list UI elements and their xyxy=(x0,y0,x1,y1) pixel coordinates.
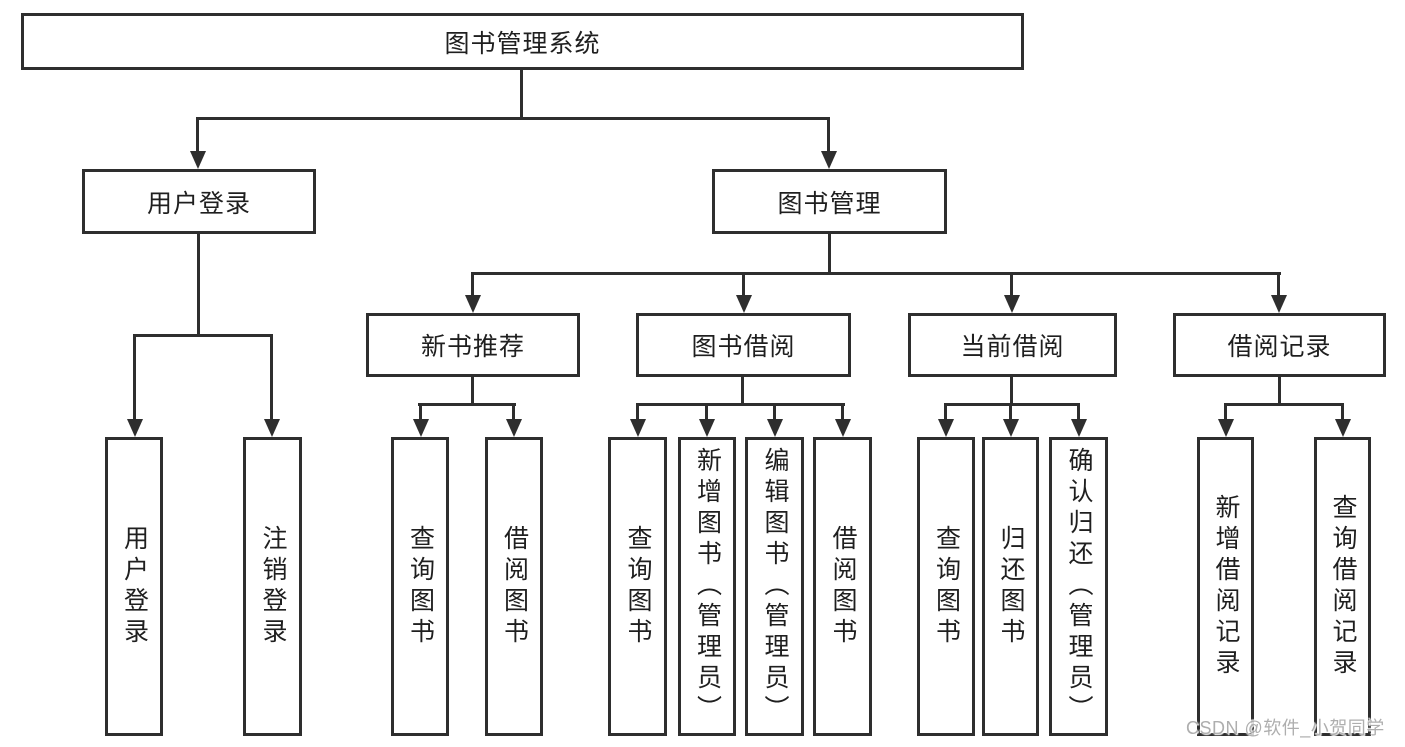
arrow-down-icon xyxy=(1071,419,1087,437)
leaf-label: 查询图书 xyxy=(932,524,961,649)
leaf-return-books: 归还图书 xyxy=(982,437,1039,736)
node-new-book-recommendation: 新书推荐 xyxy=(366,313,580,377)
node-borrowing-records: 借阅记录 xyxy=(1173,313,1386,377)
connector-line xyxy=(1077,403,1080,422)
connector-line xyxy=(828,233,831,275)
node-label: 图书管理 xyxy=(777,189,882,218)
connector-line xyxy=(1224,403,1344,406)
arrow-down-icon xyxy=(821,151,837,169)
leaf-confirm-return-admin: 确认归还（管理员） xyxy=(1049,437,1108,736)
connector-line xyxy=(773,403,776,422)
node-label: 图书借阅 xyxy=(691,333,796,361)
leaf-label: 注销登录 xyxy=(259,524,287,649)
connector-line xyxy=(1009,403,1012,422)
leaf-label: 查询借阅记录 xyxy=(1329,493,1357,680)
connector-line xyxy=(133,334,273,337)
leaf-label: 确认归还（管理员） xyxy=(1065,447,1093,726)
arrow-down-icon xyxy=(1271,295,1287,313)
leaf-borrow-books-recommend: 借阅图书 xyxy=(485,437,543,736)
connector-line xyxy=(636,403,845,406)
leaf-logout: 注销登录 xyxy=(243,437,302,736)
connector-line xyxy=(741,376,744,406)
node-user-login: 用户登录 xyxy=(82,169,316,234)
node-library-management-system: 图书管理系统 xyxy=(21,13,1024,70)
arrow-down-icon xyxy=(1003,419,1019,437)
arrow-down-icon xyxy=(767,419,783,437)
connector-line xyxy=(944,403,1080,406)
leaf-label: 新增图书（管理员） xyxy=(693,447,722,726)
connector-line xyxy=(742,272,745,298)
leaf-label: 借阅图书 xyxy=(500,524,529,649)
leaf-query-books-recommend: 查询图书 xyxy=(391,437,449,736)
connector-line xyxy=(196,117,199,153)
connector-line xyxy=(520,69,523,119)
connector-line xyxy=(1224,403,1227,422)
arrow-down-icon xyxy=(699,419,715,437)
node-label: 借阅记录 xyxy=(1227,333,1332,361)
arrow-down-icon xyxy=(1004,295,1020,313)
leaf-label: 编辑图书（管理员） xyxy=(761,447,789,726)
leaf-add-borrow-record: 新增借阅记录 xyxy=(1197,437,1254,736)
connector-line xyxy=(827,117,830,153)
arrow-down-icon xyxy=(465,295,481,313)
connector-line xyxy=(1277,272,1280,298)
node-current-borrowing: 当前借阅 xyxy=(908,313,1117,377)
leaf-query-borrow-record: 查询借阅记录 xyxy=(1314,437,1371,736)
leaf-label: 归还图书 xyxy=(997,524,1025,649)
leaf-label: 新增借阅记录 xyxy=(1212,493,1240,680)
arrow-down-icon xyxy=(630,419,646,437)
arrow-down-icon xyxy=(835,419,851,437)
node-book-borrowing: 图书借阅 xyxy=(636,313,851,377)
leaf-borrow-books: 借阅图书 xyxy=(813,437,872,736)
leaf-label: 查询图书 xyxy=(406,524,435,649)
arrow-down-icon xyxy=(1335,419,1351,437)
node-label: 新书推荐 xyxy=(420,333,525,361)
leaf-label: 查询图书 xyxy=(624,524,652,649)
connector-line xyxy=(197,117,830,120)
arrow-down-icon xyxy=(190,151,206,169)
connector-line xyxy=(133,334,136,421)
csdn-watermark: CSDN @软件_小贺同学 xyxy=(1186,718,1385,738)
connector-line xyxy=(841,403,844,422)
leaf-edit-book-admin: 编辑图书（管理员） xyxy=(745,437,804,736)
leaf-query-books-current: 查询图书 xyxy=(917,437,975,736)
leaf-user-login: 用户登录 xyxy=(105,437,163,736)
connector-line xyxy=(512,403,515,422)
node-label: 用户登录 xyxy=(146,189,251,218)
arrow-down-icon xyxy=(938,419,954,437)
connector-line xyxy=(1010,272,1013,298)
leaf-label: 借阅图书 xyxy=(829,524,857,649)
connector-line xyxy=(471,272,1281,275)
connector-line xyxy=(419,403,422,422)
arrow-down-icon xyxy=(264,419,280,437)
connector-line xyxy=(636,403,639,422)
leaf-label: 用户登录 xyxy=(120,524,149,649)
node-label: 当前借阅 xyxy=(960,333,1065,361)
connector-line xyxy=(705,403,708,422)
connector-line xyxy=(1010,376,1013,406)
arrow-down-icon xyxy=(413,419,429,437)
leaf-query-books-borrowing: 查询图书 xyxy=(608,437,667,736)
arrow-down-icon xyxy=(506,419,522,437)
arrow-down-icon xyxy=(1218,419,1234,437)
connector-line xyxy=(471,376,474,406)
connector-line xyxy=(197,233,200,337)
connector-line xyxy=(270,334,273,421)
node-label: 图书管理系统 xyxy=(444,29,601,58)
connector-line xyxy=(1278,376,1281,406)
leaf-add-book-admin: 新增图书（管理员） xyxy=(678,437,736,736)
connector-line xyxy=(418,403,516,406)
connector-line xyxy=(471,272,474,298)
arrow-down-icon xyxy=(736,295,752,313)
connector-line xyxy=(1341,403,1344,422)
connector-line xyxy=(944,403,947,422)
arrow-down-icon xyxy=(127,419,143,437)
node-book-management: 图书管理 xyxy=(712,169,947,234)
